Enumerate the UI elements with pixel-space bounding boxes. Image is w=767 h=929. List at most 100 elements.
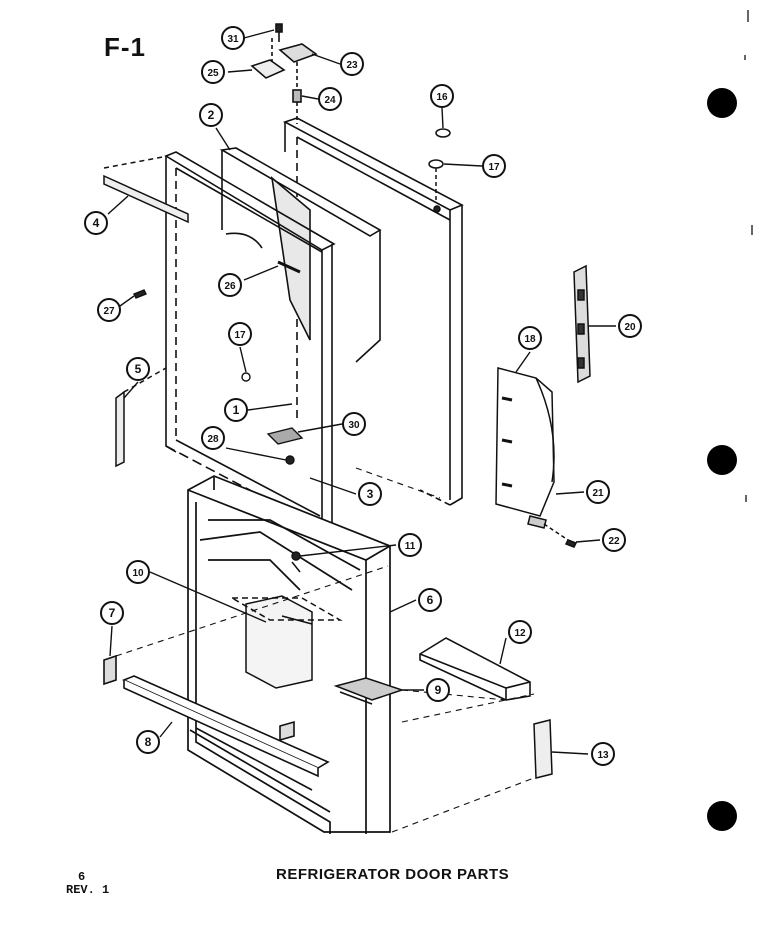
callout-number: 5 — [135, 362, 142, 376]
callout-number: 12 — [514, 628, 526, 639]
callout-2: 2 — [199, 103, 223, 127]
binder-holes — [707, 88, 737, 831]
callout-circle — [398, 533, 422, 557]
callout-1: 1 — [224, 398, 248, 422]
callout-8: 8 — [136, 730, 160, 754]
callout-circle — [430, 84, 454, 108]
callout-number: 27 — [103, 306, 115, 317]
callout-number: 20 — [624, 322, 636, 333]
callout-number: 9 — [435, 683, 442, 697]
callout-number: 1 — [233, 403, 240, 417]
callout-11: 11 — [398, 533, 422, 557]
callout-number: 16 — [436, 92, 448, 103]
door-liner-outline — [282, 117, 464, 506]
shelf-bracket — [573, 264, 591, 384]
callout-circle — [126, 560, 150, 584]
callout-25: 25 — [201, 60, 225, 84]
callout-circle — [482, 154, 506, 178]
callout-number: 8 — [145, 735, 152, 749]
callout-circle — [586, 480, 610, 504]
hinge-assembly — [250, 23, 318, 124]
callout-number: 13 — [597, 750, 609, 761]
callout-circle — [508, 620, 532, 644]
callout-number: 22 — [608, 536, 620, 547]
callout-circle — [358, 482, 382, 506]
callout-circle — [84, 211, 108, 235]
callout-circle — [340, 52, 364, 76]
callout-circle — [518, 326, 542, 350]
callout-circle — [418, 588, 442, 612]
callout-13: 13 — [591, 742, 615, 766]
assembly-guides — [115, 467, 535, 833]
callout-circle — [228, 322, 252, 346]
callout-number: 17 — [488, 162, 500, 173]
callout-number: 28 — [207, 434, 219, 445]
hinge-screw — [275, 23, 283, 42]
callout-12: 12 — [508, 620, 532, 644]
callout-number: 23 — [346, 60, 358, 71]
callout-leaders — [107, 29, 616, 755]
binder-hole-2 — [707, 445, 737, 475]
callout-4: 4 — [84, 211, 108, 235]
callout-circle — [136, 730, 160, 754]
upper-hinge-plate — [278, 43, 318, 63]
callout-21: 21 — [586, 480, 610, 504]
callout-7: 7 — [100, 601, 124, 625]
callout-number: 17 — [234, 330, 246, 341]
figure-caption: REFRIGERATOR DOOR PARTS — [276, 866, 510, 883]
callout-circle — [201, 426, 225, 450]
callout-number: 31 — [227, 34, 239, 45]
callout-number: 21 — [592, 488, 604, 499]
page-number: 6 — [78, 870, 86, 884]
callout-circle — [201, 60, 225, 84]
callout-number: 26 — [224, 281, 236, 292]
callout-20: 20 — [618, 314, 642, 338]
callout-number: 10 — [132, 568, 144, 579]
callout-10: 10 — [126, 560, 150, 584]
callout-circle — [342, 412, 366, 436]
dairy-door — [495, 367, 578, 548]
callout-22: 22 — [602, 528, 626, 552]
figure-label: F-1 — [104, 32, 146, 62]
revision-label: REV. 1 — [66, 883, 110, 897]
callout-number: 3 — [367, 487, 374, 501]
callout-circle — [97, 298, 121, 322]
inner-panel — [219, 147, 382, 363]
trim-strip — [103, 155, 189, 224]
callout-circle — [426, 678, 450, 702]
callout-number: 24 — [324, 95, 336, 106]
callout-circle — [224, 398, 248, 422]
callout-23: 23 — [340, 52, 364, 76]
callout-6: 6 — [418, 588, 442, 612]
callout-31: 31 — [221, 26, 245, 50]
callout-number: 4 — [93, 216, 100, 230]
callout-5: 5 — [126, 357, 150, 381]
callout-number: 11 — [405, 541, 416, 552]
callout-28: 28 — [201, 426, 225, 450]
callout-9: 9 — [426, 678, 450, 702]
callout-number: 25 — [207, 68, 219, 79]
callout-16: 16 — [430, 84, 454, 108]
callout-number: 6 — [427, 593, 434, 607]
callout-circle — [126, 357, 150, 381]
hinge-shim — [250, 59, 286, 79]
binder-hole-3 — [707, 801, 737, 831]
callout-circle — [221, 26, 245, 50]
bottom-bracket — [533, 719, 553, 779]
callout-circle — [318, 87, 342, 111]
callout-3: 3 — [358, 482, 382, 506]
callout-circle — [218, 273, 242, 297]
callout-bubbles: 31 23 25 24 2 16 17 4 26 27 20 17 18 5 1 30 28 3 21 22 11 10 6… — [84, 26, 642, 766]
small-hardware — [133, 289, 304, 465]
callout-30: 30 — [342, 412, 366, 436]
callout-27: 27 — [97, 298, 121, 322]
plugs — [428, 128, 451, 213]
callout-18: 18 — [518, 326, 542, 350]
door-handle — [103, 654, 330, 791]
callout-circle — [618, 314, 642, 338]
callout-number: 2 — [208, 108, 215, 122]
callout-circle — [591, 742, 615, 766]
callout-17: 17 — [228, 322, 252, 346]
